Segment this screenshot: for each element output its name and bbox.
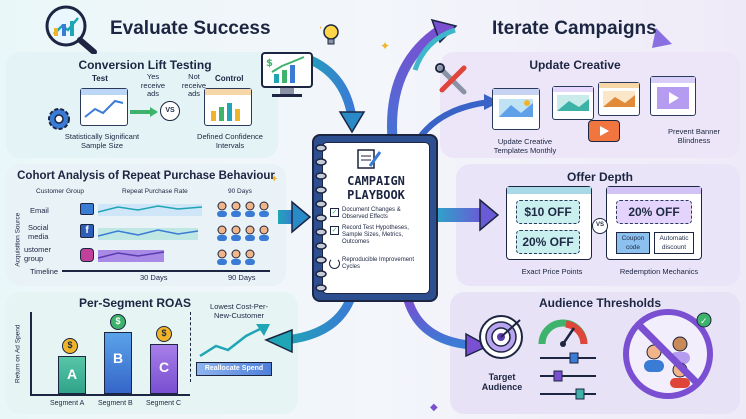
roas-segment-b: Segment B [98,400,133,407]
cohort-row-customer: ustomer group [24,245,52,263]
control-label: Control [215,74,244,83]
checkbox-icon: ✓ [330,208,339,217]
test-note: Yes receive ads [140,72,166,99]
cohort-row-email: Email [30,206,49,215]
creative-template-1 [492,88,540,130]
video-player-icon [588,120,620,142]
trend-up-icon [199,324,270,358]
playbook-item-2: Record Test Hypotheses, Sample Sizes, Me… [342,225,409,245]
creative-caption-left: Update Creative Templates Monthly [493,137,557,155]
cohort-t30: 30 Days [140,273,168,282]
people-icons [217,201,269,265]
coupon-code-chip: Coupon code [616,232,650,254]
offer-caption-left: Exact Price Points [521,267,583,276]
creative-title: Update Creative [529,58,621,72]
control-caption: Defined Confidence Intervals [197,132,263,150]
creative-caption-right: Prevent Banner Blindness [667,127,721,145]
playbook-item-3: Reproducible Improvement Cycles [342,257,415,270]
creative-template-2 [552,86,594,120]
offer-right-card-header [607,187,701,194]
roas-bar-b: B [104,332,132,394]
offer-caption-right: Redemption Mechanics [619,267,699,276]
coin-icon: $ [110,314,126,330]
cohort-panel [6,164,286,286]
roas-title: Per-Segment ROAS [78,296,192,310]
spiral-binding [315,144,327,292]
control-window [204,88,252,126]
roas-lowest-label: Lowest Cost-Per-New-Customer [210,302,268,320]
iterate-campaigns-title: Iterate Campaigns [492,18,657,39]
test-caption: Statistically Significant Sample Size [64,132,140,150]
creative-template-3 [598,82,640,116]
reallocate-spend-button: Reallocate Spend [196,362,272,376]
coin-icon: $ [156,326,172,342]
svg-text:✦: ✦ [380,39,390,53]
coin-icon: $ [62,338,78,354]
gauge-icon [538,319,588,347]
control-note: Not receive ads [181,72,207,99]
playbook-item-1: Document Changes & Observed Effects [342,207,401,220]
target-icon [479,315,523,359]
roas-segment-a: Segment A [50,400,85,407]
cohort-title: Cohort Analysis of Repeat Purchase Behav… [17,170,275,182]
offer-vs-badge: VS [592,218,608,234]
facebook-icon: f [80,224,94,238]
roas-bar-a: A [58,356,86,394]
cohort-row-social: Social media [28,223,49,241]
cohort-col-90: 90 Days [228,188,252,195]
conversion-title: Conversion Lift Testing [78,58,212,72]
checkbox-icon: ✓ [330,226,339,235]
roas-divider [190,312,191,382]
playbook-page [322,142,430,294]
coupon-20-off-b: 20% OFF [516,230,580,254]
laptop-chart-icon: $ [258,50,316,100]
audience-target-label: Target Audience [481,372,523,393]
blocked-audience-icon: ✓ [623,309,713,399]
magnifier-chart-icon [40,4,98,55]
cohort-timeline: Timeline [30,267,59,276]
automatic-discount-chip: Automatic discount [654,232,694,254]
notepad-icon [356,148,382,170]
email-icon [80,203,94,215]
svg-text:✓: ✓ [700,317,708,327]
cohort-y-label: Acquisition Source [14,212,22,267]
cycle-icon [329,258,340,269]
vs-badge: VS [160,101,180,121]
svg-text:◆: ◆ [430,402,438,413]
svg-text:✦: ✦ [270,174,278,185]
sliders-icon [540,352,596,400]
audience-title: Audience Thresholds [538,296,662,310]
playbook-title-1: CAMPAIGN [347,174,405,188]
gear-icon [44,104,74,134]
roas-axis-y [30,312,32,396]
roas-bar-c: C [150,344,178,394]
cohort-col-group: Customer Group [36,188,85,195]
coupon-20-off-a: 20% OFF [616,200,692,224]
instagram-icon [80,248,94,262]
cohort-col-rate: Repeat Purchase Rate [122,188,188,195]
evaluate-success-title: Evaluate Success [110,18,271,39]
svg-text:$: $ [266,58,273,69]
cohort-bars [98,204,203,262]
test-window [80,88,128,126]
offer-title: Offer Depth [567,170,633,184]
offer-left-card-header [507,187,591,194]
lightbulb-icon [317,22,342,50]
creative-template-4 [650,76,696,116]
timeline-axis [62,270,270,272]
wrench-screwdriver-icon [434,62,470,98]
roas-segment-c: Segment C [146,400,182,407]
playbook-title-2: PLAYBOOK [347,188,405,202]
coupon-10-off: $10 OFF [516,200,580,224]
test-label: Test [92,74,108,83]
test-arrow-icon [130,104,158,117]
cohort-t90: 90 Days [228,273,256,282]
roas-axis-x [30,394,190,396]
roas-y-label: Return on Ad Spend [14,324,22,384]
